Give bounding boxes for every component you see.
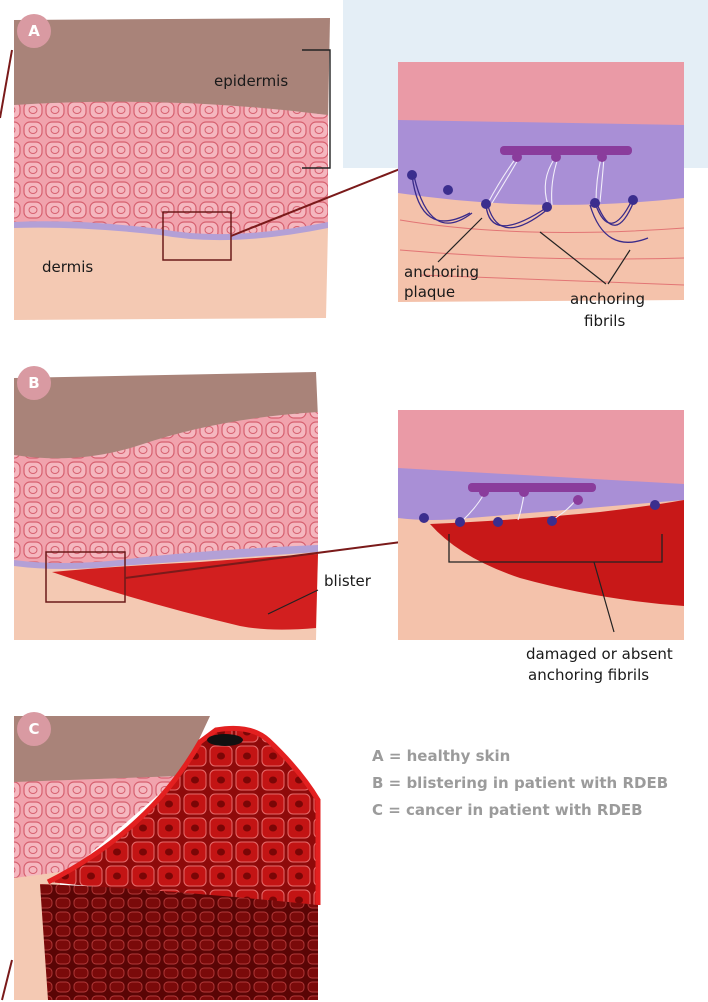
blister-label: blister — [324, 572, 371, 590]
legend-item-c: C = cancer in patient with RDEB — [372, 801, 643, 819]
panel-c — [2, 716, 318, 1000]
anchoring-fibrils-label-2: fibrils — [584, 312, 625, 330]
dermis-label: dermis — [42, 258, 93, 276]
panel-b-badge: B — [17, 366, 51, 400]
damaged-fibrils-label-1: damaged or absent — [526, 645, 673, 663]
panel-a — [0, 0, 708, 320]
anchoring-plaque-label-2: plaque — [404, 283, 455, 301]
inset-epidermis — [398, 62, 684, 130]
epidermis-label: epidermis — [214, 72, 288, 90]
anchoring-plaque-label-1: anchoring — [404, 263, 479, 281]
left-edge-line — [0, 50, 12, 118]
damaged-fibrils-label-2: anchoring fibrils — [528, 666, 649, 684]
dark-tumor-base — [40, 884, 318, 1000]
panel-a-badge: A — [17, 14, 51, 48]
inset-b — [398, 410, 684, 640]
panel-c-badge: C — [17, 712, 51, 746]
ulcer-crater — [207, 734, 243, 746]
anchoring-fibrils-label-1: anchoring — [570, 290, 645, 308]
left-edge-line — [2, 960, 12, 1000]
legend-item-b: B = blistering in patient with RDEB — [372, 774, 668, 792]
panel-b — [14, 372, 684, 640]
inset-basement-membrane — [398, 120, 684, 207]
legend-item-a: A = healthy skin — [372, 747, 510, 765]
